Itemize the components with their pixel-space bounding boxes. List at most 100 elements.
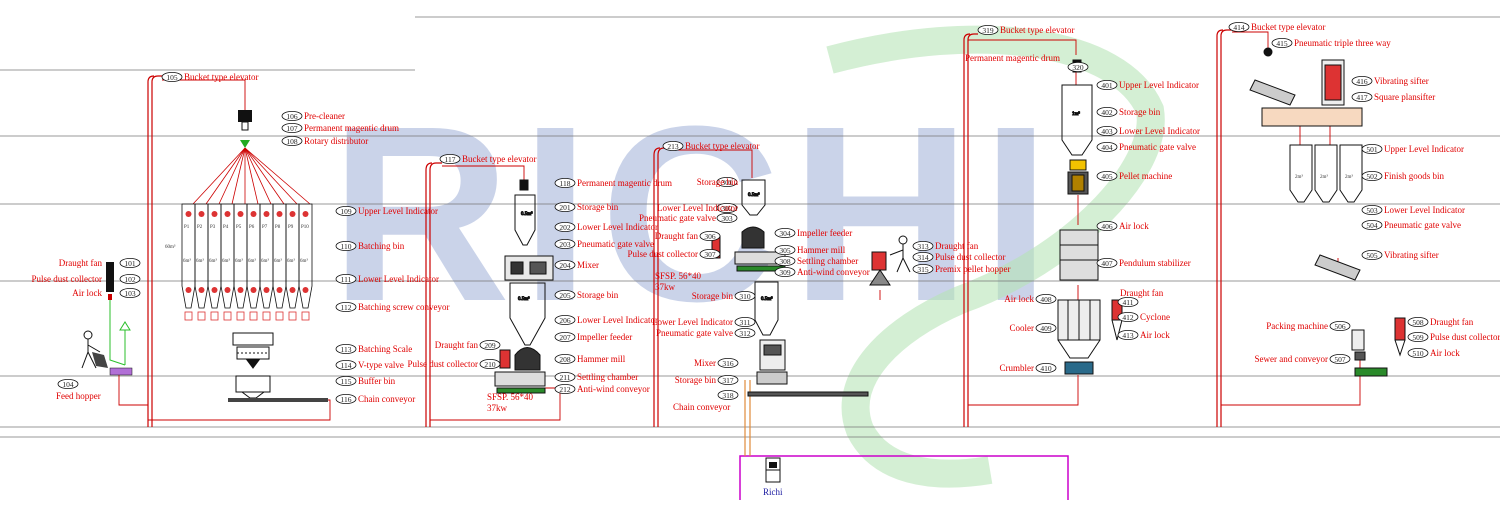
callout-number: 503 [1366, 206, 1378, 215]
callout-number: 115 [341, 377, 352, 386]
callout-number: 410 [1040, 364, 1052, 373]
callout-label: Packing machine [1266, 321, 1328, 331]
svg-text:0.5m³: 0.5m³ [521, 211, 533, 217]
callout-509: 509 Pulse dust collector [1408, 332, 1500, 342]
callout-label: Pulse dust collector [1430, 332, 1500, 342]
svg-text:0.5m³: 0.5m³ [748, 192, 760, 198]
bin-volume-label: 6m³ [261, 258, 269, 264]
callout-label: Pneumatic gate valve [1119, 142, 1196, 152]
bin-volume-label: 6m³ [287, 258, 295, 264]
callout-415: 415 Pneumatic triple three way [1272, 38, 1391, 48]
bin-name-label: P1 [184, 225, 190, 230]
callout-number: 510 [1412, 349, 1424, 358]
callout-label: Batching Scale [358, 344, 412, 354]
callout-label: Finish goods bin [1384, 171, 1445, 181]
callout-number: 413 [1122, 331, 1134, 340]
svg-text:1m³: 1m³ [1072, 111, 1080, 117]
callout-number: 304 [779, 229, 791, 238]
callout-number: 415 [1276, 39, 1288, 48]
callout-label: Settling chamber [797, 256, 858, 266]
callout-number: 404 [1101, 143, 1113, 152]
callout-label: Chain conveyor [358, 394, 415, 404]
callout-label: Rotary distributor [304, 136, 368, 146]
callout-number: 112 [341, 303, 352, 312]
feed-hopper-104 [110, 368, 132, 375]
callout-label: Hammer mill [577, 354, 626, 364]
callout-number: 203 [559, 240, 571, 249]
callout-number: 210 [484, 360, 496, 369]
callout-number: 505 [1366, 251, 1378, 260]
callout-label: Cooler [1010, 323, 1035, 333]
callout-label: Cyclone [1140, 312, 1170, 322]
bin-volume-label: 6m³ [183, 258, 191, 264]
bin-volume-label: 6m³ [222, 258, 230, 264]
callout-number: 502 [1366, 172, 1378, 181]
callout-label: Bucket type elevator [184, 72, 258, 82]
svg-text:60m³: 60m³ [165, 244, 176, 250]
callout-number: 201 [559, 203, 571, 212]
callout-number: 207 [559, 333, 571, 342]
callout-label: Storage bin [577, 202, 619, 212]
callout-number: 117 [445, 155, 456, 164]
callout-label: Pneumatic triple three way [1294, 38, 1391, 48]
bin-volume-label: 6m³ [274, 258, 282, 264]
callout-number: 110 [341, 242, 352, 251]
callout-label: Upper Level Indicator [358, 206, 438, 216]
callout-number: 212 [559, 385, 571, 394]
callout-label: Mixer [694, 358, 716, 368]
callout-label: Mixer [577, 260, 599, 270]
bin-name-label: P10 [301, 225, 309, 230]
callout-number: 118 [560, 179, 571, 188]
finish-bin-volume: 2m³ [1345, 174, 1353, 180]
callout-label: Bucket type elevator [462, 154, 536, 164]
elevator-414 [1221, 30, 1232, 427]
callout-number: 101 [124, 259, 136, 268]
finish-bin-volume: 2m³ [1320, 174, 1328, 180]
callout-label: Permanent magentic drum [304, 123, 399, 133]
callout-label: Sewer and conveyor [1255, 354, 1328, 364]
callout-label: Lower Level Indicator [652, 317, 733, 327]
callout-number: 103 [124, 289, 136, 298]
callout-number: 114 [341, 361, 352, 370]
callout-label: Air lock [1430, 348, 1460, 358]
callout-number: 316 [722, 359, 734, 368]
callout-label: Pneumatic gate valve [656, 328, 733, 338]
callout-number: 509 [1412, 333, 1424, 342]
distributor-cone [240, 140, 250, 148]
bin-name-label: P9 [288, 225, 294, 230]
rotary-distributor-lines [193, 148, 310, 204]
callout-label: Premix pellet hopper [935, 264, 1010, 274]
callout-label: Storage bin [697, 177, 739, 187]
callout-label: Air lock [1119, 221, 1149, 231]
